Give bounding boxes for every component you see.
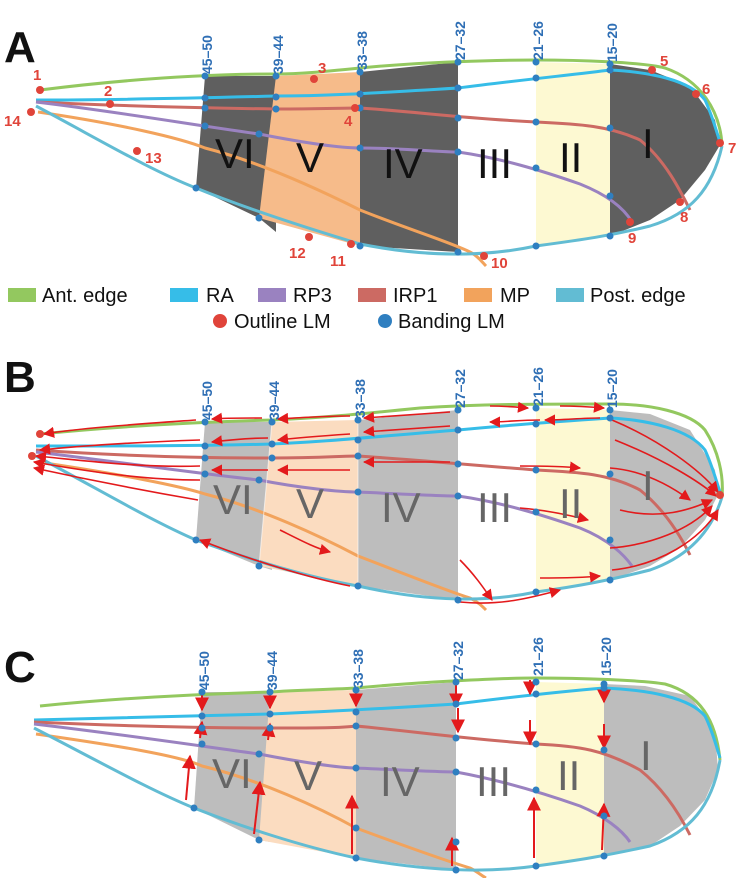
roman-vi-c: VI <box>212 750 252 797</box>
lm-14: 14 <box>4 113 21 130</box>
vein-mp <box>37 110 488 268</box>
legend-irp1: IRP1 <box>393 285 437 307</box>
legend-banding-lm: Banding LM <box>398 311 505 333</box>
legend-swatch-mp <box>464 288 492 302</box>
legend-mp: MP <box>500 285 530 307</box>
roman-vi-b: VI <box>213 476 253 523</box>
legend-ra: RA <box>206 285 234 307</box>
band-i-c <box>604 684 718 856</box>
panel-b-label: B <box>4 353 36 402</box>
legend-swatch-banding-lm <box>378 314 392 328</box>
lm-10: 10 <box>491 255 508 272</box>
lm-12: 12 <box>289 245 306 262</box>
legend-swatch-rp3 <box>258 288 286 302</box>
lm-6: 6 <box>702 81 710 98</box>
lm-7: 7 <box>728 140 736 157</box>
red-arrows-b <box>32 401 719 604</box>
lm-8: 8 <box>680 209 688 226</box>
band-ii <box>536 62 610 246</box>
band-i-b <box>610 410 718 580</box>
vein-rp3-b <box>35 450 634 567</box>
band-ii-b <box>536 408 610 592</box>
band-num-39-44-b: 39–44 <box>266 381 282 420</box>
roman-v-c: V <box>294 752 322 799</box>
panel-c: C <box>4 637 722 878</box>
roman-i-b: I <box>642 462 654 509</box>
roman-iv-b: IV <box>381 484 421 531</box>
roman-v-a: V <box>296 134 324 181</box>
post-edge <box>35 104 724 256</box>
panel-a: A <box>4 21 736 272</box>
band-num-45-50-b: 45–50 <box>199 381 215 420</box>
outline-landmarks-b <box>28 430 724 499</box>
roman-ii-c: II <box>557 752 580 799</box>
band-ii-c <box>536 682 604 866</box>
roman-v-b: V <box>296 480 324 527</box>
band-num-27-32-a: 27–32 <box>452 21 468 60</box>
legend: Ant. edge RA RP3 IRP1 MP Post. edge Outl… <box>8 285 686 333</box>
roman-i-c: I <box>640 732 652 779</box>
legend-post-edge: Post. edge <box>590 285 686 307</box>
band-num-39-44-a: 39–44 <box>270 35 286 74</box>
vein-rp3-c <box>33 722 632 843</box>
lm-2: 2 <box>104 83 112 100</box>
roman-ii-b: II <box>559 480 582 527</box>
legend-swatch-irp1 <box>358 288 386 302</box>
band-num-15-20-b: 15–20 <box>604 369 620 408</box>
roman-iii-b: III <box>477 484 512 531</box>
band-num-27-32-c: 27–32 <box>450 641 466 680</box>
vein-irp1-b <box>35 448 692 556</box>
panel-b: B <box>4 353 724 612</box>
legend-swatch-ant-edge <box>8 288 36 302</box>
legend-swatch-outline-lm <box>213 314 227 328</box>
band-num-33-38-b: 33–38 <box>352 379 368 418</box>
lm-9: 9 <box>628 230 636 247</box>
band-vi <box>196 76 276 232</box>
lm-3: 3 <box>318 60 326 77</box>
lm-11: 11 <box>330 253 346 270</box>
red-arrows-c <box>181 680 611 866</box>
banding-landmarks-c <box>190 678 608 874</box>
band-num-27-32-b: 27–32 <box>452 369 468 408</box>
post-edge-c <box>33 726 722 872</box>
band-v <box>259 72 360 246</box>
roman-i-a: I <box>642 120 654 167</box>
band-i <box>610 64 720 236</box>
band-num-39-44-c: 39–44 <box>264 651 280 690</box>
outline-landmarks-a <box>27 66 724 260</box>
band-vi-c <box>194 692 270 842</box>
panel-a-label: A <box>4 23 36 72</box>
legend-outline-lm: Outline LM <box>234 311 331 333</box>
band-num-15-20-a: 15–20 <box>604 23 620 62</box>
roman-iii-c: III <box>476 758 511 805</box>
legend-swatch-post-edge <box>556 288 584 302</box>
lm-5: 5 <box>660 53 668 70</box>
legend-rp3: RP3 <box>293 285 332 307</box>
band-num-15-20-c: 15–20 <box>598 637 614 676</box>
band-num-33-38-c: 33–38 <box>350 649 366 688</box>
lm-1: 1 <box>33 67 41 84</box>
band-num-21-26-c: 21–26 <box>530 637 546 676</box>
band-num-45-50-c: 45–50 <box>196 651 212 690</box>
roman-vi-a: VI <box>215 130 255 177</box>
banding-landmarks-b <box>192 404 614 604</box>
band-num-33-38-a: 33–38 <box>354 31 370 70</box>
lm-4: 4 <box>344 113 353 130</box>
band-num-21-26-a: 21–26 <box>530 21 546 60</box>
legend-ant-edge: Ant. edge <box>42 285 128 307</box>
lm-13: 13 <box>145 150 162 167</box>
roman-iv-c: IV <box>380 758 420 805</box>
vein-irp1 <box>35 100 692 211</box>
vein-rp3 <box>35 100 634 223</box>
band-num-45-50-a: 45–50 <box>199 35 215 74</box>
band-num-21-26-b: 21–26 <box>530 367 546 406</box>
post-edge-b <box>35 454 724 601</box>
panel-c-label: C <box>4 643 36 692</box>
roman-ii-a: II <box>559 134 582 181</box>
roman-iii-a: III <box>477 140 512 187</box>
legend-swatch-ra <box>170 288 198 302</box>
vein-mp-c <box>35 732 487 878</box>
roman-iv-a: IV <box>383 140 423 187</box>
